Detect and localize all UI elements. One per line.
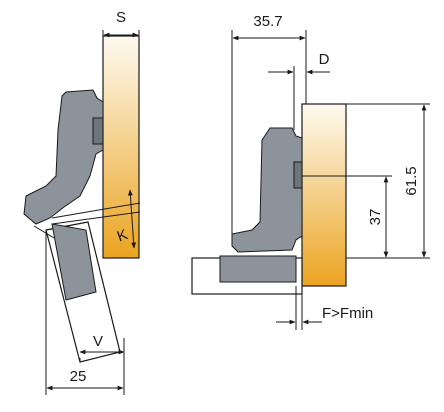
- right-cabinet-panel: [301, 103, 347, 287]
- right-view: 35.7 D 37 61.5 F>Fmin: [191, 13, 430, 330]
- right-hinge-mount: [293, 161, 303, 189]
- left-hinge: [23, 89, 104, 301]
- left-cabinet-panel: [102, 35, 140, 259]
- left-hinge-arm: [23, 89, 104, 225]
- dim-s-label: S: [116, 9, 126, 26]
- dim-f-fmin-label: F>Fmin: [322, 305, 373, 322]
- left-hinge-cup: [51, 223, 97, 301]
- dim-f-fmin: F>Fmin: [276, 286, 373, 330]
- dim-37-label: 37: [367, 209, 384, 226]
- dim-37: 37: [302, 175, 430, 259]
- dim-35-7: 35.7: [231, 13, 307, 236]
- left-hinge-mount: [92, 117, 104, 145]
- dim-61-5-label: 61.5: [403, 166, 420, 195]
- dim-35-7-label: 35.7: [253, 13, 282, 30]
- dim-v-label: V: [93, 333, 103, 350]
- dim-25-label: 25: [70, 368, 87, 385]
- dim-s: S: [102, 9, 140, 40]
- right-hinge-arm: [231, 127, 303, 253]
- dim-d-label: D: [319, 51, 330, 68]
- left-hinge-link: [33, 225, 55, 239]
- dim-d: D: [268, 51, 330, 130]
- right-hinge-cup: [219, 255, 297, 283]
- dim-25: 25: [45, 230, 125, 395]
- right-hinge: [219, 127, 303, 283]
- dim-61-5: 61.5: [346, 103, 430, 258]
- left-view: S K V 25: [23, 9, 141, 395]
